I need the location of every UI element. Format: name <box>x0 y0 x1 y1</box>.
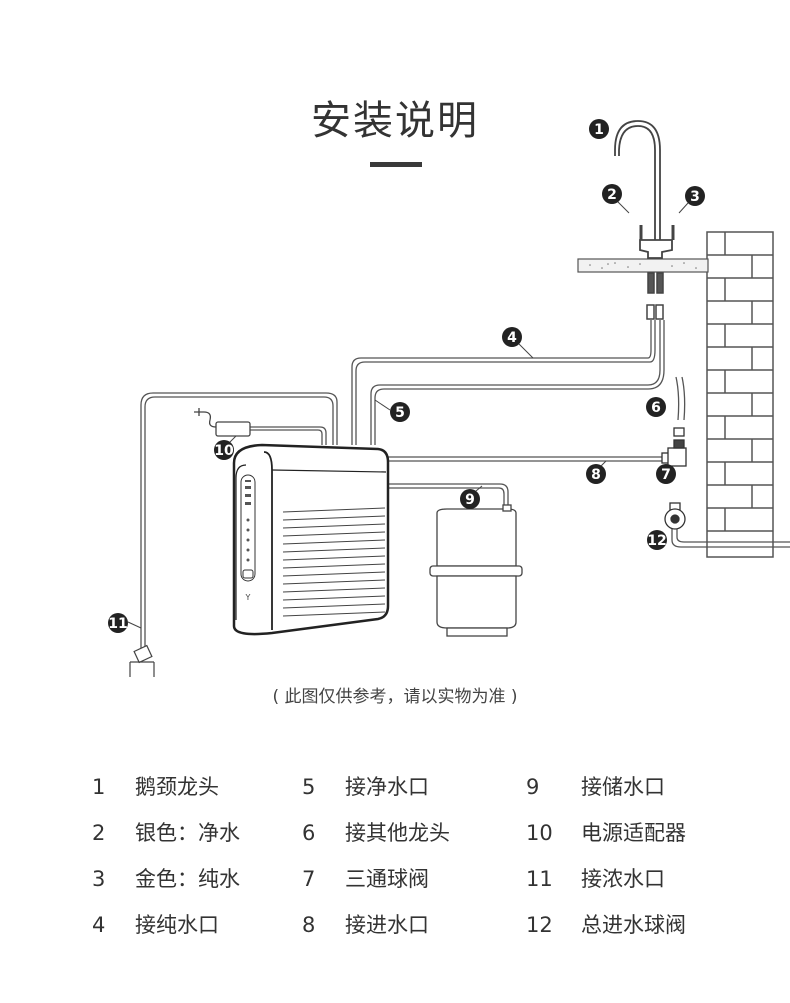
svg-text:11: 11 <box>108 616 127 632</box>
disclaimer-caption: ( 此图仅供参考，请以实物为准 ) <box>272 687 518 707</box>
legend-label: 三通球阀 <box>345 867 429 891</box>
svg-text:3: 3 <box>690 189 700 205</box>
marker-3: 3 <box>678 186 705 214</box>
brick-wall <box>706 231 774 558</box>
legend-label: 金色：纯水 <box>135 867 240 891</box>
svg-text:8: 8 <box>591 467 601 483</box>
page-title: 安装说明 <box>311 98 479 144</box>
legend-label: 接进水口 <box>345 913 429 937</box>
legend-number: 8 <box>302 913 316 937</box>
marker-2: 2 <box>602 184 630 214</box>
marker-8: 8 <box>586 460 607 484</box>
marker-7: 7 <box>656 464 676 484</box>
title-underline <box>370 162 422 167</box>
marker-12: 12 <box>647 530 667 550</box>
svg-text:1: 1 <box>594 122 604 138</box>
svg-text:9: 9 <box>465 492 475 508</box>
legend-label: 鹅颈龙头 <box>135 775 219 799</box>
countertop <box>577 258 709 273</box>
legend-label: 总进水球阀 <box>581 913 686 937</box>
legend-number: 5 <box>302 775 316 799</box>
legend-number: 9 <box>526 775 540 799</box>
legend-number: 2 <box>92 821 106 845</box>
storage-tank <box>429 504 523 637</box>
marker-10: 10 <box>214 435 237 460</box>
legend-number: 1 <box>92 775 106 799</box>
legend-number: 6 <box>302 821 316 845</box>
drain-saddle <box>129 644 155 677</box>
legend-label: 接储水口 <box>581 775 665 799</box>
gooseneck-faucet <box>614 120 675 259</box>
svg-text:6: 6 <box>651 400 661 416</box>
svg-text:2: 2 <box>607 187 617 203</box>
marker-4: 4 <box>502 327 534 359</box>
legend-number: 4 <box>92 913 106 937</box>
svg-text:5: 5 <box>395 405 405 421</box>
legend-label: 接净水口 <box>345 775 429 799</box>
marker-5: 5 <box>374 399 410 422</box>
three-way-valve <box>661 427 687 467</box>
main-ball-valve <box>664 502 686 530</box>
marker-11: 11 <box>108 613 142 633</box>
legend-label: 电源适配器 <box>581 821 686 845</box>
marker-6: 6 <box>646 397 666 417</box>
marker-1: 1 <box>589 119 609 139</box>
svg-text:4: 4 <box>507 330 517 346</box>
svg-text:7: 7 <box>661 467 671 483</box>
purifier-unit: Y <box>232 443 390 636</box>
legend-number: 10 <box>526 821 553 845</box>
legend-number: 3 <box>92 867 106 891</box>
legend-label: 银色：净水 <box>135 821 240 845</box>
svg-text:Y: Y <box>245 593 251 602</box>
svg-text:10: 10 <box>214 443 234 459</box>
legend-label: 接浓水口 <box>581 867 665 891</box>
legend-label: 接纯水口 <box>135 913 219 937</box>
marker-9: 9 <box>460 485 483 509</box>
legend-number: 7 <box>302 867 316 891</box>
legend-number: 12 <box>526 913 553 937</box>
legend-number: 11 <box>526 867 553 891</box>
tubes <box>140 320 790 650</box>
installation-diagram: Y 1 2 3 4 5 6 7 8 9 10 11 12 <box>108 119 790 677</box>
faucet-connectors <box>646 272 664 320</box>
svg-text:12: 12 <box>647 533 666 549</box>
power-adapter <box>194 408 251 437</box>
legend-label: 接其他龙头 <box>345 821 450 845</box>
